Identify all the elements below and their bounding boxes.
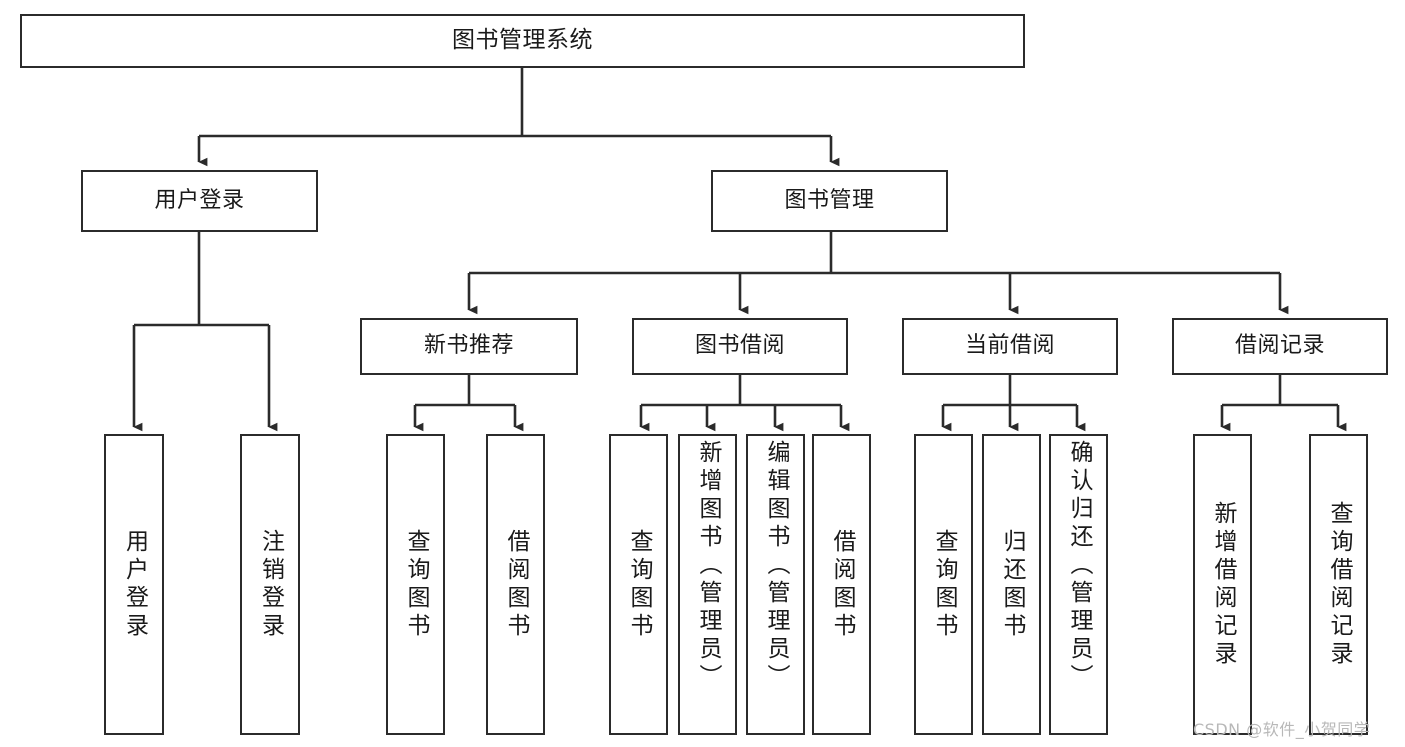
node-label: 图书管理 xyxy=(784,187,875,213)
leaf-records-query-record[interactable]: 查询借阅记录 xyxy=(1309,434,1368,735)
node-label: 新增图书（管理员） xyxy=(695,440,721,692)
node-label: 查询图书 xyxy=(931,528,957,641)
leaf-borrow-query-book[interactable]: 查询图书 xyxy=(609,434,668,735)
leaf-borrow-borrow-book[interactable]: 借阅图书 xyxy=(812,434,871,735)
leaf-borrow-edit-book-admin[interactable]: 编辑图书（管理员） xyxy=(746,434,805,735)
node-user-login[interactable]: 用户登录 xyxy=(81,170,318,232)
node-label: 注销登录 xyxy=(257,528,284,641)
node-current-borrow[interactable]: 当前借阅 xyxy=(902,318,1118,375)
node-label: 图书借阅 xyxy=(694,333,785,359)
leaf-current-confirm-return-admin[interactable]: 确认归还（管理员） xyxy=(1049,434,1108,735)
node-label: 确认归还（管理员） xyxy=(1066,440,1092,692)
node-label: 用户登录 xyxy=(154,187,245,213)
node-label: 当前借阅 xyxy=(964,333,1055,359)
leaf-current-return-book[interactable]: 归还图书 xyxy=(982,434,1041,735)
leaf-borrow-add-book-admin[interactable]: 新增图书（管理员） xyxy=(678,434,737,735)
node-label: 借阅图书 xyxy=(829,528,855,641)
leaf-records-add-record[interactable]: 新增借阅记录 xyxy=(1193,434,1252,735)
node-label: 新书推荐 xyxy=(423,333,514,359)
leaf-recommend-borrow-book[interactable]: 借阅图书 xyxy=(486,434,545,735)
leaf-recommend-query-book[interactable]: 查询图书 xyxy=(386,434,445,735)
node-label: 查询图书 xyxy=(626,528,652,641)
node-label: 编辑图书（管理员） xyxy=(763,440,789,692)
node-label: 归还图书 xyxy=(999,528,1025,641)
node-book-management[interactable]: 图书管理 xyxy=(711,170,948,232)
node-book-borrow[interactable]: 图书借阅 xyxy=(632,318,848,375)
node-label: 查询借阅记录 xyxy=(1326,500,1352,669)
leaf-user-login-login[interactable]: 用户登录 xyxy=(104,434,164,735)
node-borrow-records[interactable]: 借阅记录 xyxy=(1172,318,1388,375)
node-label: 借阅图书 xyxy=(503,528,529,641)
node-label: 用户登录 xyxy=(121,528,148,641)
node-label: 新增借阅记录 xyxy=(1210,500,1236,669)
watermark-text: CSDN @软件_小贺同学 xyxy=(1193,720,1371,739)
node-label: 图书管理系统 xyxy=(452,27,593,54)
leaf-user-login-logout[interactable]: 注销登录 xyxy=(240,434,300,735)
node-new-book-recommend[interactable]: 新书推荐 xyxy=(360,318,578,375)
node-root-system[interactable]: 图书管理系统 xyxy=(20,14,1025,68)
node-label: 借阅记录 xyxy=(1234,333,1325,359)
leaf-current-query-book[interactable]: 查询图书 xyxy=(914,434,973,735)
node-label: 查询图书 xyxy=(403,528,429,641)
